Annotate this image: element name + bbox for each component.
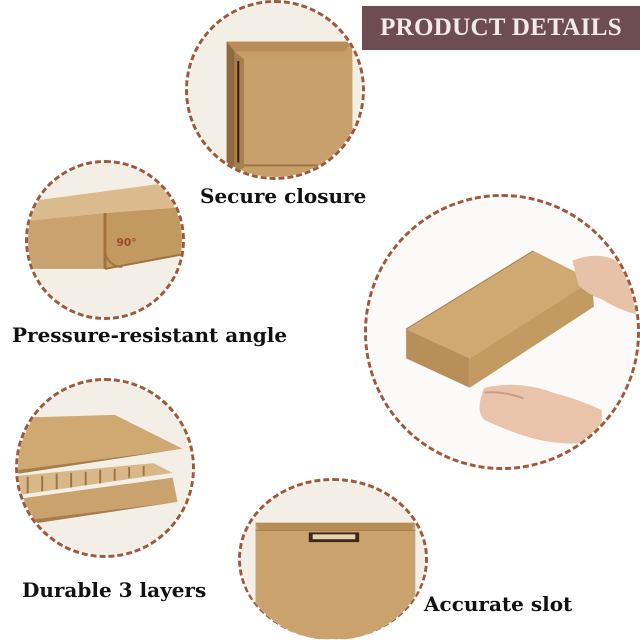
banner-title: PRODUCT DETAILS [380, 14, 622, 41]
caption-secure-closure: Secure closure [200, 184, 367, 208]
box-angle-image: 90° [28, 163, 182, 317]
angle-label: 90° [117, 237, 137, 249]
three-layers-circle [15, 378, 195, 558]
corrugated-flutes [18, 463, 173, 496]
caption-accurate-slot: Accurate slot [424, 592, 573, 616]
caption-pressure-angle: Pressure-resistant angle [12, 323, 288, 347]
secure-closure-circle [185, 0, 365, 180]
slot-image [241, 482, 425, 639]
accurate-slot-circle [238, 478, 428, 640]
box-corner-image [188, 3, 362, 177]
box-in-hands-circle [364, 194, 640, 470]
caption-three-layers: Durable 3 layers [22, 578, 207, 602]
product-details-banner: PRODUCT DETAILS [362, 6, 640, 50]
corrugated-layers-image [18, 381, 192, 555]
pressure-angle-circle: 90° [25, 160, 185, 320]
hands-holding-box-image [367, 197, 637, 467]
